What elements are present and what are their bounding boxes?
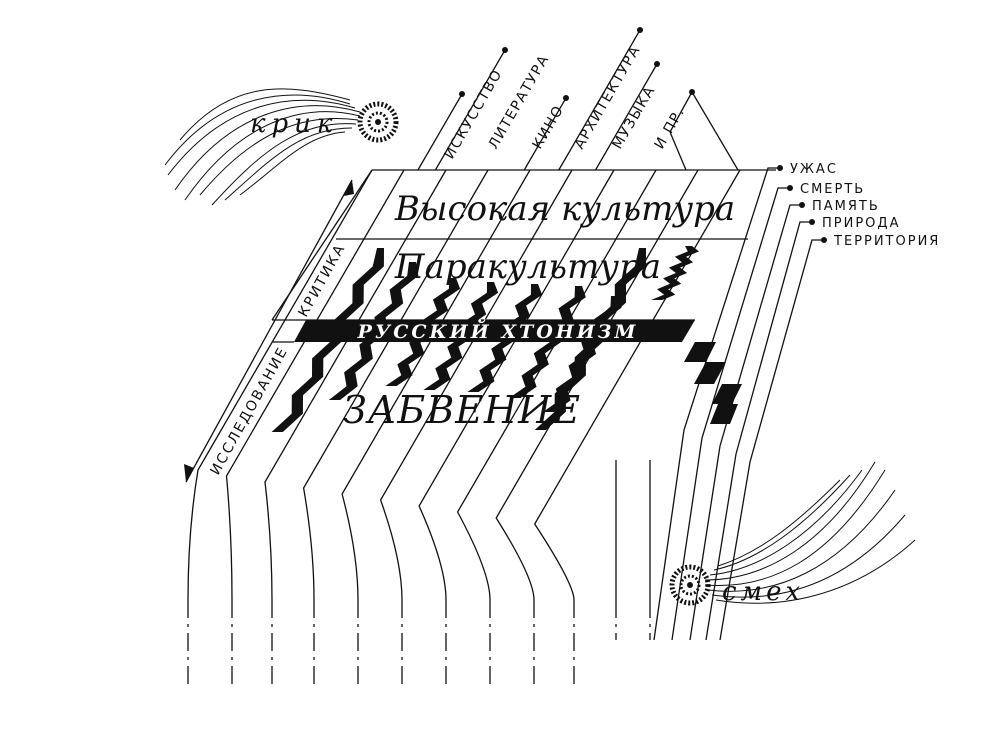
art-line [456,169,657,601]
flame [328,262,419,400]
chthonism-label: РУССКИЙ ХТОНИЗМ [357,319,639,343]
theme-label: ПРИРОДА [822,216,900,231]
comet-laughter: смех [669,461,916,607]
theme-line [705,221,812,641]
theme-dot [809,219,815,225]
theme-dot [777,165,783,171]
art-label: КИНО [530,102,568,152]
theme-dot [821,237,827,243]
theme-line [653,167,780,641]
flame [534,248,646,430]
art-line [379,169,573,601]
theme-label: ПАМЯТЬ [812,199,880,214]
paraculture-label: Паракультура [394,247,661,287]
flame [423,282,499,390]
theme-lines [653,165,827,641]
theme-label: ТЕРРИТОРИЯ [833,234,940,249]
art-line [418,169,615,601]
theme-labels: УЖАС СМЕРТЬ ПАМЯТЬ ПРИРОДА ТЕРРИТОРИЯ [790,162,940,249]
art-line-dot [563,95,569,101]
art-line [341,169,531,601]
theme-label: УЖАС [790,162,838,177]
oblivion-label: ЗАБВЕНИЕ [343,388,581,432]
theme-label: СМЕРТЬ [800,182,865,197]
art-line [264,169,447,601]
art-line [302,169,489,601]
theme-line [671,187,790,641]
theme-dot [799,202,805,208]
axis-label-critique: КРИТИКА [296,241,349,320]
art-line-upper [434,49,506,171]
comet-laughter-label: смех [722,577,804,607]
art-label: И ПР. [652,104,689,152]
art-line-upper [417,93,463,171]
comet-scream: крик [164,88,399,206]
flame [509,286,586,398]
art-line-upper [523,97,567,171]
art-line-dot [502,47,508,53]
art-line [225,169,405,601]
etc-bracket [669,89,739,171]
stair-blocks [684,342,742,424]
flame [467,284,543,392]
art-line [533,169,741,601]
theme-line [689,204,802,641]
flame [651,246,699,300]
chthonism-band: РУССКИЙ ХТОНИЗМ [294,319,695,343]
art-line-upper [594,63,658,171]
art-line-dot [459,91,465,97]
art-line-dot [637,27,643,33]
arrow-down-icon [184,464,194,482]
flame [385,278,461,386]
art-line-upper [558,29,641,171]
theme-dot [787,185,793,191]
high-culture-label: Высокая культура [394,189,735,229]
flame [271,248,384,432]
comet-laughter-head [669,564,711,606]
comet-scream-tail [164,88,361,206]
theme-line [719,239,824,641]
art-line-dot [654,61,660,67]
art-label: АРХИТЕКТУРА [572,43,644,152]
arrow-up-icon [344,180,354,196]
comet-scream-label: крик [250,109,338,139]
art-line [187,169,373,601]
art-line [495,169,699,601]
comet-scream-head [357,101,399,143]
art-lines [187,27,741,690]
